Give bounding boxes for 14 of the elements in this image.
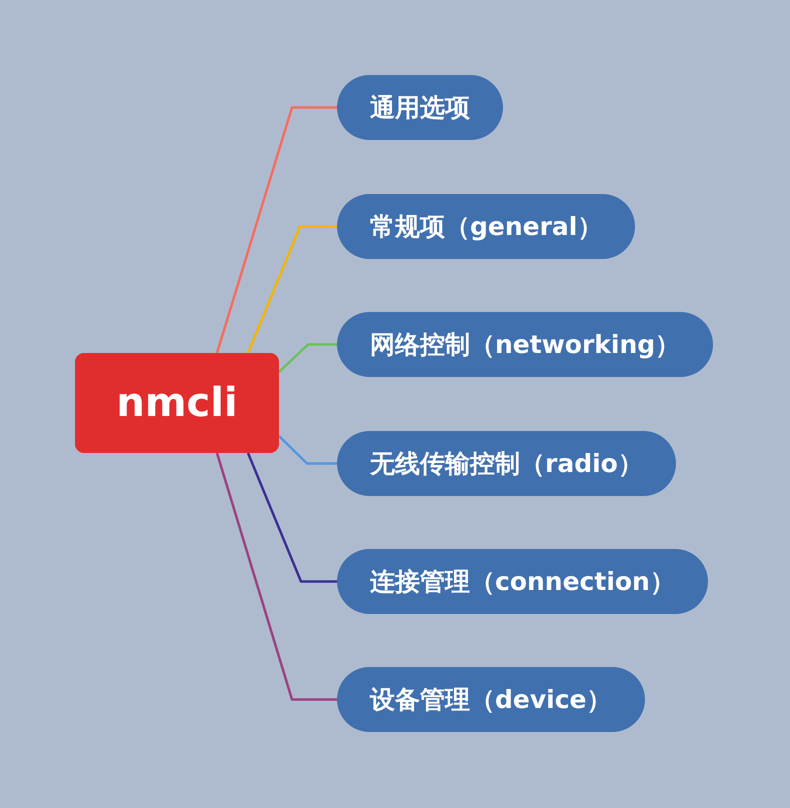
connector-line: [278, 435, 337, 465]
subtopic-label: 连接管理（connection）: [370, 566, 675, 598]
subtopic-label: 网络控制（networking）: [370, 328, 680, 361]
connector-line: [246, 225, 337, 354]
subtopic-label: 无线传输控制（radio）: [370, 448, 643, 480]
connector-line: [278, 343, 337, 373]
root-topic-label: nmcli: [116, 379, 238, 428]
connector-line: [216, 452, 337, 701]
subtopic-label: 设备管理（device）: [370, 684, 612, 716]
connector-line: [216, 106, 337, 354]
root-topic-box: [75, 353, 279, 453]
connector-line: [246, 452, 337, 583]
subtopic-label: 通用选项: [370, 92, 470, 124]
subtopic-label: 常规项（general）: [370, 210, 602, 243]
